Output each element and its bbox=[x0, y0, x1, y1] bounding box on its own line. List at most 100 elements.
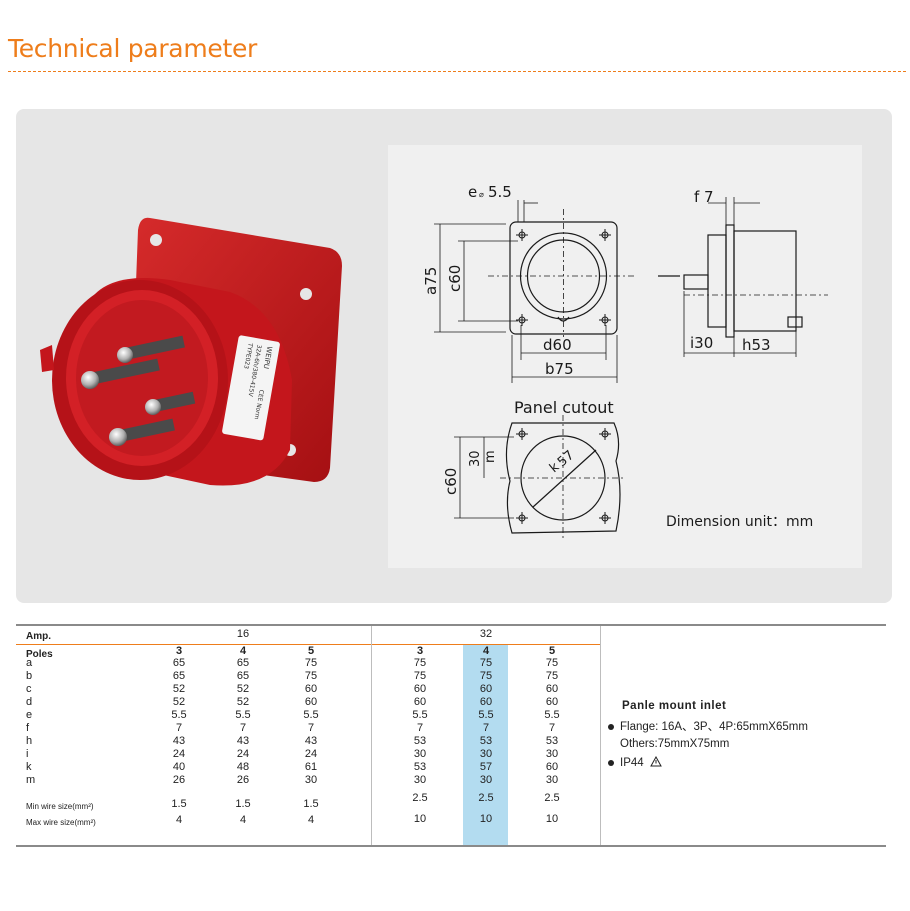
table-cell: 75 bbox=[479, 657, 493, 669]
table-cell: 60 bbox=[479, 696, 493, 708]
panel-cutout-shape bbox=[505, 422, 621, 534]
table-cell: 30 bbox=[545, 748, 559, 760]
table-cell: 24 bbox=[172, 748, 186, 760]
table-cell: 30 bbox=[413, 774, 427, 786]
table-cell: 65 bbox=[236, 657, 250, 669]
svg-text:WEIPU: WEIPU bbox=[262, 346, 274, 370]
table-cell: 75 bbox=[545, 657, 559, 669]
table-cell: 43 bbox=[172, 735, 186, 747]
table-cell: 75 bbox=[413, 670, 427, 682]
table-cell: 65 bbox=[236, 670, 250, 682]
table-cell: 52 bbox=[236, 683, 250, 695]
table-cell: 26 bbox=[172, 774, 186, 786]
svg-text:b75: b75 bbox=[545, 360, 574, 378]
max-wire-label: Max wire size(mm²) bbox=[26, 818, 96, 827]
row-label: c bbox=[26, 683, 32, 695]
table-cell: 5.5 bbox=[303, 709, 319, 721]
min-wire-cell: 2.5 bbox=[412, 792, 428, 804]
bullet-icon bbox=[608, 759, 614, 766]
svg-text:Panel cutout: Panel cutout bbox=[514, 398, 614, 417]
svg-text:c60: c60 bbox=[446, 265, 464, 292]
table-cell: 75 bbox=[413, 657, 427, 669]
max-wire-cell: 10 bbox=[413, 813, 427, 825]
poles-label: Poles bbox=[26, 649, 53, 660]
highlight-column bbox=[463, 644, 508, 845]
table-cell: 57 bbox=[479, 761, 493, 773]
table-cell: 65 bbox=[172, 657, 186, 669]
row-label: b bbox=[26, 670, 33, 682]
table-cell: 30 bbox=[304, 774, 318, 786]
svg-text:Dimension unit：mm: Dimension unit：mm bbox=[666, 514, 813, 530]
svg-text:c60: c60 bbox=[442, 468, 460, 495]
table-cell: 52 bbox=[236, 696, 250, 708]
contact-pins bbox=[81, 335, 196, 446]
table-cell: 43 bbox=[304, 735, 318, 747]
dimension-drawing: e ⌀ 5.5 f 7 a75 c60 d60 b75 i30 h53 Pane… bbox=[388, 145, 862, 568]
notes-panel: Panle mount inlet Flange: 16A、3P、4P:65mm… bbox=[608, 700, 888, 769]
table-cell: 24 bbox=[236, 748, 250, 760]
table-cell: 5.5 bbox=[544, 709, 560, 721]
table-cell: 5.5 bbox=[171, 709, 187, 721]
max-wire-cell: 4 bbox=[307, 814, 315, 826]
svg-text:30: 30 bbox=[468, 450, 483, 467]
table-cell: 53 bbox=[413, 761, 427, 773]
table-cell: 24 bbox=[304, 748, 318, 760]
warning-triangle-icon bbox=[650, 755, 662, 767]
table-cell: 30 bbox=[479, 748, 493, 760]
min-wire-cell: 2.5 bbox=[478, 792, 494, 804]
table-cell: 65 bbox=[172, 670, 186, 682]
table-cell: 40 bbox=[172, 761, 186, 773]
min-wire-cell: 2.5 bbox=[544, 792, 560, 804]
table-cell: 7 bbox=[548, 722, 556, 734]
table-cell: 60 bbox=[413, 696, 427, 708]
table-cell: 5.5 bbox=[478, 709, 494, 721]
row-label: d bbox=[26, 696, 33, 708]
table-cell: 48 bbox=[236, 761, 250, 773]
notes-ip: IP44 bbox=[608, 755, 888, 769]
table-cell: 53 bbox=[479, 735, 493, 747]
table-cell: 52 bbox=[172, 683, 186, 695]
svg-text:e: e bbox=[468, 183, 477, 201]
table-cell: 30 bbox=[479, 774, 493, 786]
table-cell: 52 bbox=[172, 696, 186, 708]
min-wire-cell: 1.5 bbox=[235, 798, 251, 810]
svg-text:⌀: ⌀ bbox=[479, 190, 484, 199]
table-cell: 75 bbox=[304, 657, 318, 669]
product-image: WEIPU 32A-6h/380-415V TYPE023 CEE Norm bbox=[40, 217, 342, 486]
table-cell: 60 bbox=[545, 761, 559, 773]
notes-flange: Flange: 16A、3P、4P:65mmX65mm bbox=[608, 718, 888, 734]
table-cell: 60 bbox=[545, 683, 559, 695]
max-wire-cell: 4 bbox=[175, 814, 183, 826]
row-label: a bbox=[26, 657, 33, 669]
svg-text:m: m bbox=[483, 450, 498, 463]
svg-text:h53: h53 bbox=[742, 336, 771, 354]
table-cell: 60 bbox=[413, 683, 427, 695]
table-cell: 7 bbox=[482, 722, 490, 734]
table-cell: 75 bbox=[545, 670, 559, 682]
table-cell: 75 bbox=[304, 670, 318, 682]
max-wire-cell: 10 bbox=[545, 813, 559, 825]
table-bottom-rule bbox=[16, 845, 886, 847]
pole-header: 3 bbox=[175, 645, 183, 657]
min-wire-cell: 1.5 bbox=[303, 798, 319, 810]
svg-text:5.5: 5.5 bbox=[488, 183, 512, 201]
bullet-icon bbox=[608, 723, 614, 730]
pole-header: 4 bbox=[239, 645, 247, 657]
svg-text:a75: a75 bbox=[422, 267, 440, 295]
table-cell: 26 bbox=[236, 774, 250, 786]
side-view-flange bbox=[725, 224, 735, 338]
page-title: Technical parameter bbox=[8, 34, 258, 63]
table-cell: 60 bbox=[304, 683, 318, 695]
notes-others: Others:75mmX75mm bbox=[620, 738, 730, 750]
table-cell: 60 bbox=[545, 696, 559, 708]
table-cell: 61 bbox=[304, 761, 318, 773]
table-cell: 53 bbox=[545, 735, 559, 747]
pole-header: 3 bbox=[416, 645, 424, 657]
svg-text:TYPE023: TYPE023 bbox=[242, 341, 254, 369]
svg-text:d60: d60 bbox=[543, 336, 572, 354]
table-cell: 7 bbox=[416, 722, 424, 734]
table-cell: 5.5 bbox=[235, 709, 251, 721]
pole-header: 5 bbox=[548, 645, 556, 657]
table-cell: 30 bbox=[545, 774, 559, 786]
pole-header: 4 bbox=[482, 645, 490, 657]
